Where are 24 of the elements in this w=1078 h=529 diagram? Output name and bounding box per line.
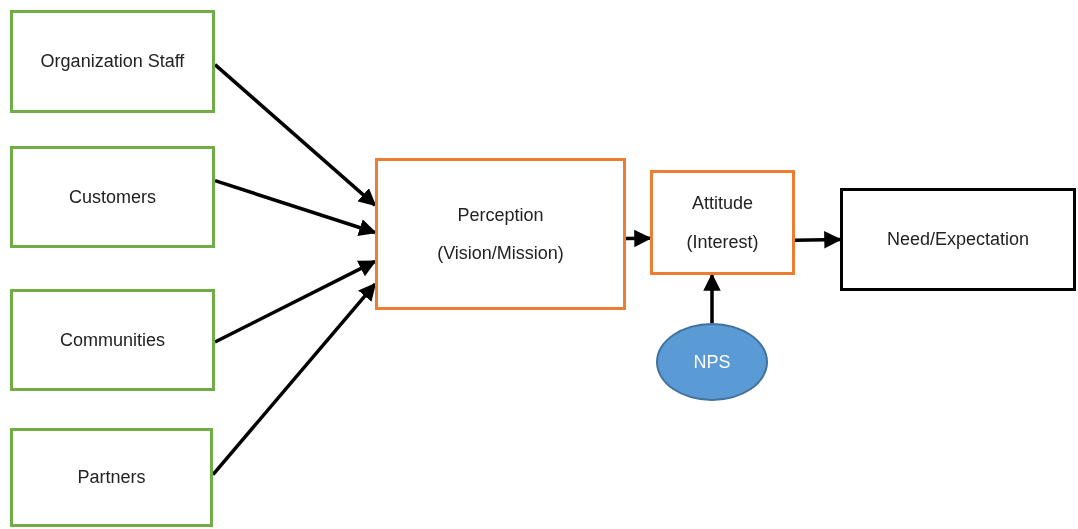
- node-label: Communities: [60, 328, 165, 352]
- node-label: Customers: [69, 185, 156, 209]
- arrow: [703, 273, 721, 323]
- node-label: Organization Staff: [40, 50, 185, 73]
- node-label: (Vision/Mission): [437, 242, 564, 265]
- node-label: Perception: [457, 203, 544, 226]
- outcome-box: [840, 188, 1076, 291]
- node-label: Attitude: [691, 192, 753, 215]
- arrow: [214, 259, 377, 344]
- node-label: Need/Expectation: [886, 228, 1030, 251]
- stakeholder-box: [10, 289, 215, 391]
- stakeholder-box: [10, 10, 215, 113]
- process-box: [375, 158, 626, 310]
- arrow: [794, 231, 842, 249]
- arrow: [213, 63, 377, 207]
- arrow: [626, 229, 652, 248]
- node-label: (Interest): [686, 230, 759, 253]
- arrow: [214, 179, 377, 236]
- process-box: [650, 170, 795, 275]
- node-label: NPS: [693, 350, 731, 374]
- arrow: [211, 282, 377, 476]
- stakeholder-box: [10, 146, 215, 248]
- node-label: Partners: [77, 466, 146, 489]
- stakeholder-box: [10, 428, 213, 527]
